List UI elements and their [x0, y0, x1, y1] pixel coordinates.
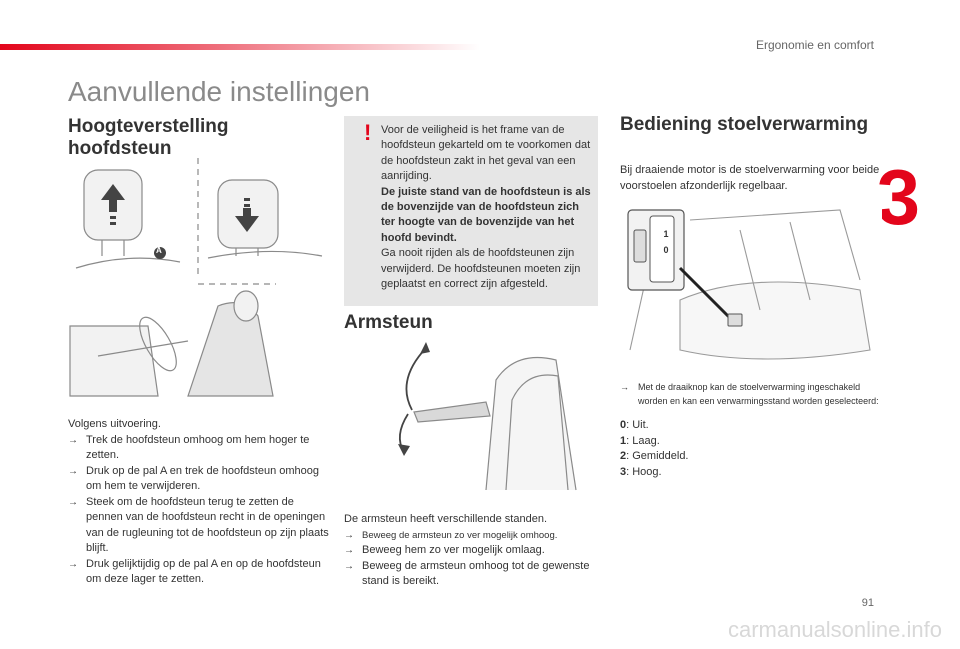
watermark-text: carmanualsonline.info	[727, 617, 942, 642]
armrest-instructions: De armsteun heeft verschillende standen.…	[344, 512, 602, 590]
headrest-step-list: →Trek de hoofdsteun omhoog om hem hoger …	[68, 433, 330, 588]
header-accent-bar	[0, 44, 480, 50]
bullet-marker: →	[68, 496, 78, 508]
headrest-heading-line2: hoofdsteun	[68, 138, 172, 159]
list-item: 0: Uit.	[620, 419, 649, 431]
callout-a-label: A	[156, 246, 162, 255]
headrest-heading-line1: Hoogteverstelling	[68, 116, 229, 137]
heating-knob	[649, 215, 675, 283]
heating-note: → Met de draaiknop kan de stoelverwarmin…	[620, 382, 879, 406]
list-item: →Beweeg hem zo ver mogelijk omlaag.	[344, 543, 602, 559]
warning-icon: !	[364, 120, 372, 145]
list-item: →Druk gelijktijdig op de pal A en op de …	[68, 557, 321, 586]
page-title: Aanvullende instellingen	[68, 76, 370, 107]
heating-heading: Bediening stoelverwarming	[620, 114, 869, 135]
armrest-intro: De armsteun heeft verschillende standen.	[344, 513, 548, 525]
headrest-illustration	[68, 156, 338, 406]
armrest-heading: Armsteun	[344, 312, 433, 333]
section-title: Ergonomie en comfort	[755, 38, 874, 52]
warning-box: ! Voor de veiligheid is het frame van de…	[344, 116, 598, 306]
warning-line1: Voor de veiligheid is het frame van de h…	[381, 124, 591, 183]
bullet-marker: →	[620, 382, 629, 392]
bullet-marker: →	[344, 545, 354, 556]
list-item: 2: Gemiddeld.	[620, 450, 689, 462]
bullet-marker: →	[68, 434, 78, 446]
bullet-marker: →	[68, 558, 78, 570]
page-number: 91	[861, 597, 874, 609]
list-item: →Druk op de pal A en trek de hoofdsteun …	[68, 464, 319, 493]
warning-bold: De juiste stand van de hoofdsteun is als…	[381, 185, 591, 244]
seat-heating-illustration	[620, 200, 882, 368]
warning-line2: Ga nooit rijden als de hoofdsteunen zijn…	[381, 247, 581, 291]
bullet-marker: →	[344, 560, 354, 572]
heating-levels: 0: Uit. 1: Laag. 2: Gemiddeld. 3: Hoog.	[620, 418, 689, 480]
headrest-instructions: Volgens uitvoering. →Trek de hoofdsteun …	[68, 417, 330, 588]
knob-label-1: 1	[663, 229, 669, 239]
bullet-marker: →	[344, 529, 354, 541]
knob-label-0: 0	[663, 245, 669, 255]
heating-intro: Bij draaiende motor is de stoelverwarmin…	[620, 164, 880, 192]
bullet-marker: →	[68, 465, 78, 477]
list-item: →Trek de hoofdsteun omhoog om hem hoger …	[68, 433, 310, 462]
warning-text: Voor de veiligheid is het frame van de h…	[381, 123, 593, 292]
headrest-heading: Hoogteverstelling hoofdsteun	[68, 116, 308, 160]
armrest-step-list: →Beweeg de armsteun zo ver mogelijk omho…	[344, 528, 602, 590]
headrest-intro: Volgens uitvoering.	[68, 418, 161, 430]
list-item: →Beweeg de armsteun zo ver mogelijk omho…	[344, 528, 602, 544]
armrest-illustration	[386, 340, 598, 500]
chapter-number: 3	[876, 153, 920, 241]
list-item: 3: Hoog.	[620, 465, 662, 478]
list-item: →Steek om de hoofdsteun terug te zetten …	[68, 495, 329, 555]
list-item: 1: Laag.	[620, 434, 660, 447]
callout-a-marker	[154, 247, 166, 259]
list-item: →Beweeg de armsteun omhoog tot de gewens…	[344, 559, 590, 588]
